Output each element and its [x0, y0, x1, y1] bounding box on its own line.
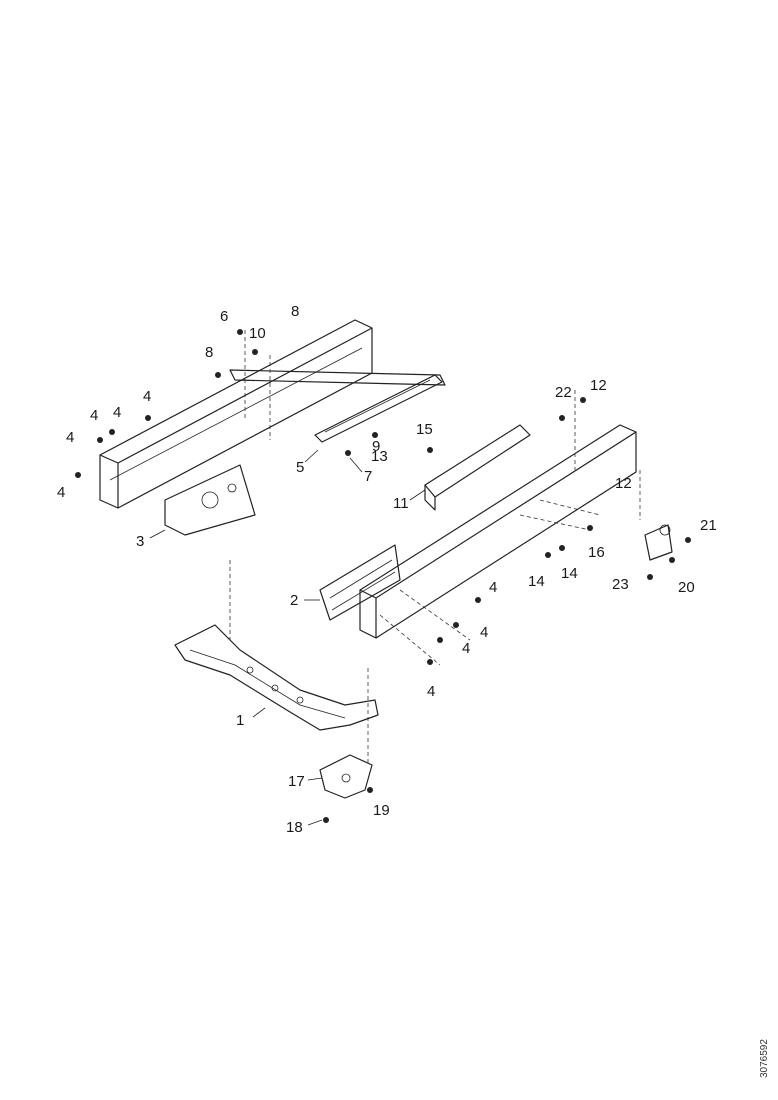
callout-8: 8 — [291, 303, 299, 320]
side-bracket — [644, 524, 673, 561]
document-id: 3076592 — [759, 1039, 770, 1078]
callout-4: 4 — [113, 404, 121, 421]
leader-lines — [149, 449, 426, 826]
callout-14: 14 — [561, 565, 578, 582]
callout-1: 1 — [236, 712, 244, 729]
callout-23: 23 — [612, 576, 629, 593]
callout-4: 4 — [480, 624, 488, 641]
callout-4: 4 — [427, 683, 435, 700]
callout-2: 2 — [290, 592, 298, 609]
callout-12: 12 — [615, 475, 632, 492]
callout-labels: 1 2 3 4 4 4 4 4 4 4 4 4 5 6 7 8 8 9 10 1… — [57, 303, 717, 836]
callout-4: 4 — [489, 579, 497, 596]
callout-11: 11 — [393, 495, 409, 512]
callout-8: 8 — [205, 344, 213, 361]
mount-plate — [319, 544, 401, 621]
fasteners — [75, 329, 691, 823]
support-bracket — [319, 754, 373, 799]
callout-5: 5 — [296, 459, 304, 476]
left-bracket — [164, 464, 256, 536]
callout-6: 6 — [220, 308, 228, 325]
callout-13: 13 — [371, 448, 388, 465]
callout-14: 14 — [528, 573, 545, 590]
callout-10: 10 — [249, 325, 266, 342]
left-frame-rail — [99, 319, 373, 509]
callout-4: 4 — [143, 388, 151, 405]
callout-9: 9 — [372, 438, 380, 455]
callout-21: 21 — [700, 517, 717, 534]
callout-7: 7 — [364, 468, 372, 485]
cross-member — [229, 369, 446, 443]
callout-17: 17 — [288, 773, 305, 790]
callout-20: 20 — [678, 579, 695, 596]
callout-12: 12 — [590, 377, 607, 394]
callout-4: 4 — [66, 429, 74, 446]
callout-18: 18 — [286, 819, 303, 836]
callout-19: 19 — [373, 802, 390, 819]
right-bracket — [424, 424, 531, 511]
callout-4: 4 — [57, 484, 65, 501]
callout-15: 15 — [416, 421, 433, 438]
callout-22: 22 — [555, 384, 572, 401]
right-frame-rail — [359, 424, 637, 639]
callout-3: 3 — [136, 533, 144, 550]
callout-4: 4 — [90, 407, 98, 424]
callout-4: 4 — [462, 640, 470, 657]
callout-16: 16 — [588, 544, 605, 561]
assembly-guides — [229, 330, 641, 765]
lower-crossmember — [174, 624, 379, 731]
